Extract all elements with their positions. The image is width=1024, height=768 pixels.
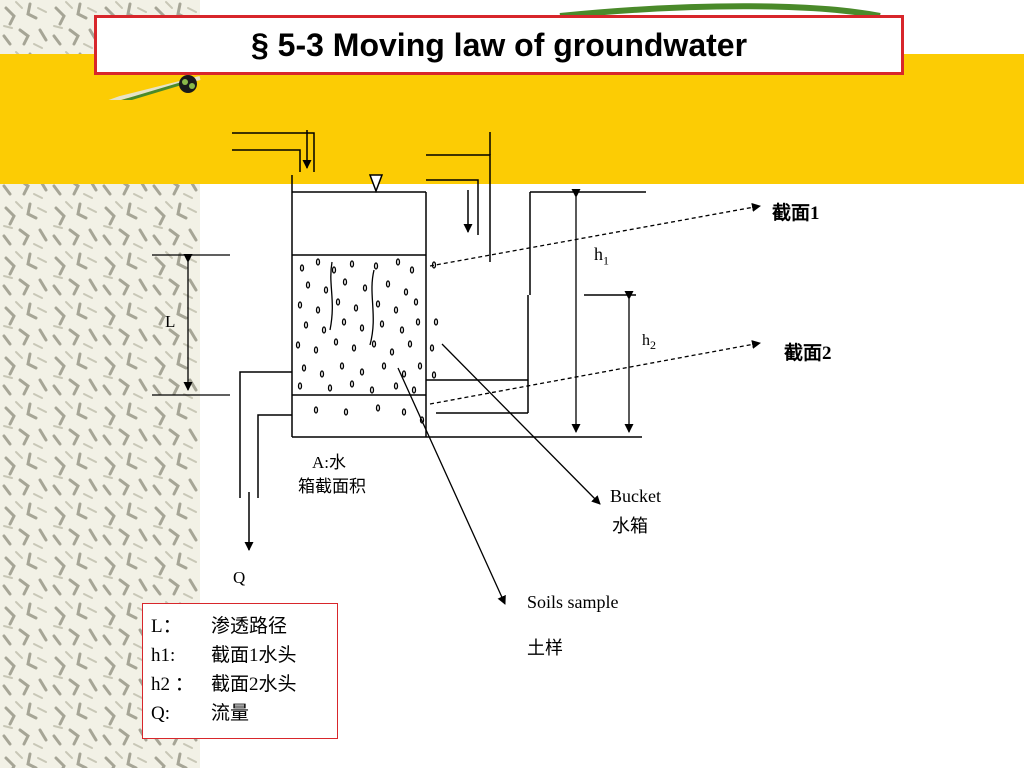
legend-value: 截面1水头 (211, 645, 297, 666)
legend-value: 流量 (211, 703, 250, 724)
flow-path-lines (329, 261, 375, 346)
h1-subscript: 1 (603, 253, 609, 268)
yellow-header-band (0, 54, 1024, 184)
soil-sample-column (291, 254, 427, 396)
inlet-pipe (232, 130, 315, 172)
overflow-pipe (426, 132, 491, 262)
title-box: § 5-3 Moving law of groundwater (94, 15, 904, 75)
water-tank (291, 175, 427, 255)
section1-label: 截面1 (772, 203, 820, 224)
water-level-marker (368, 174, 384, 194)
h1-label: h1 (594, 244, 609, 269)
outlet-pipe (239, 371, 292, 551)
L-dimension (152, 254, 230, 396)
legend-key: L： (151, 616, 182, 637)
h2-label: h2 (642, 332, 656, 353)
soil-label-en: Soils sample (527, 592, 619, 612)
page-title: § 5-3 Moving law of groundwater (250, 26, 748, 63)
leaf-decoration (108, 3, 881, 100)
L-label: L (165, 312, 176, 331)
Q-label: Q (233, 568, 246, 587)
legend-row: h2 ： 截面2水头 (151, 670, 337, 699)
legend-value: 截面2水头 (211, 674, 297, 695)
legend-row: Q: 流量 (151, 699, 337, 728)
bucket-label-en: Bucket (610, 486, 661, 506)
callout-lines (397, 343, 601, 605)
bucket-label-cn: 水箱 (612, 516, 648, 536)
section-pointer-lines (429, 203, 761, 405)
legend-key: h2 ： (151, 674, 194, 695)
area-label-line1: A:水 (312, 453, 346, 472)
legend-value: 渗透路径 (211, 616, 288, 637)
h2-subscript: 2 (650, 338, 656, 353)
h1-symbol: h (594, 244, 603, 264)
lower-chamber (291, 395, 427, 438)
legend-row: L： 渗透路径 (151, 612, 337, 641)
soil-label-cn: 土样 (527, 638, 563, 658)
soil-grains (295, 258, 439, 424)
legend-key: Q: (151, 703, 170, 724)
legend-row: h1: 截面1水头 (151, 641, 337, 670)
legend-key: h1: (151, 645, 176, 666)
area-label-line2: 箱截面积 (298, 477, 366, 496)
h2-symbol: h (642, 332, 650, 349)
legend-box: L： 渗透路径 h1: 截面1水头 h2 ： 截面2水头 Q: 流量 (142, 603, 338, 739)
section2-label: 截面2 (784, 343, 832, 364)
